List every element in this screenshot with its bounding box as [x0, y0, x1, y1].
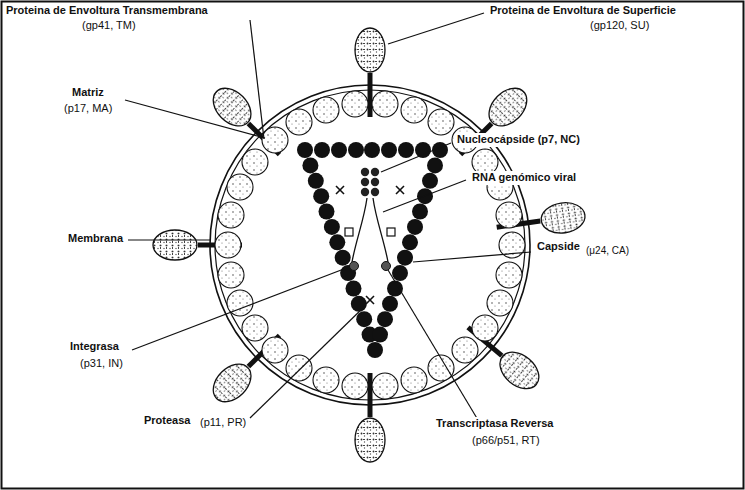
protein-code: (p11, PR) — [198, 416, 248, 430]
nucleocapsid-proteins — [361, 168, 379, 196]
protein-code: (gp41, TM) — [80, 19, 138, 33]
protein-label: Capside — [535, 240, 582, 254]
protein-label: Matriz — [70, 86, 106, 100]
spike-stems — [198, 73, 540, 417]
protein-code: (gp120, SU) — [588, 19, 651, 33]
rna-strands — [352, 198, 388, 262]
protein-label: Proteasa — [142, 414, 192, 428]
integrase-dots — [350, 262, 391, 271]
protein-label: Proteina de Envoltura Transmembrana — [4, 4, 210, 18]
enzyme-marks — [336, 186, 404, 304]
protein-label: Proteina de Envoltura de Superficie — [488, 4, 678, 18]
protein-code: (μ24, CA) — [584, 245, 631, 258]
protein-code: (p17, MA) — [62, 102, 114, 116]
leader-lines — [125, 13, 531, 420]
protein-code: (p31, IN) — [78, 357, 125, 371]
rt-squares — [345, 228, 395, 236]
protein-label: Integrasa — [68, 340, 121, 354]
protein-code: (p66/p51, RT) — [470, 434, 542, 448]
genome-label: RNA genómico viral — [470, 171, 578, 185]
surface-glycoproteins — [153, 28, 587, 462]
protein-label: Transcriptasa Reversa — [434, 417, 555, 431]
membrane-label: Membrana — [66, 232, 125, 246]
protein-label: Nucleocápside (p7, NC) — [455, 133, 582, 147]
capsid-proteins — [297, 142, 448, 358]
